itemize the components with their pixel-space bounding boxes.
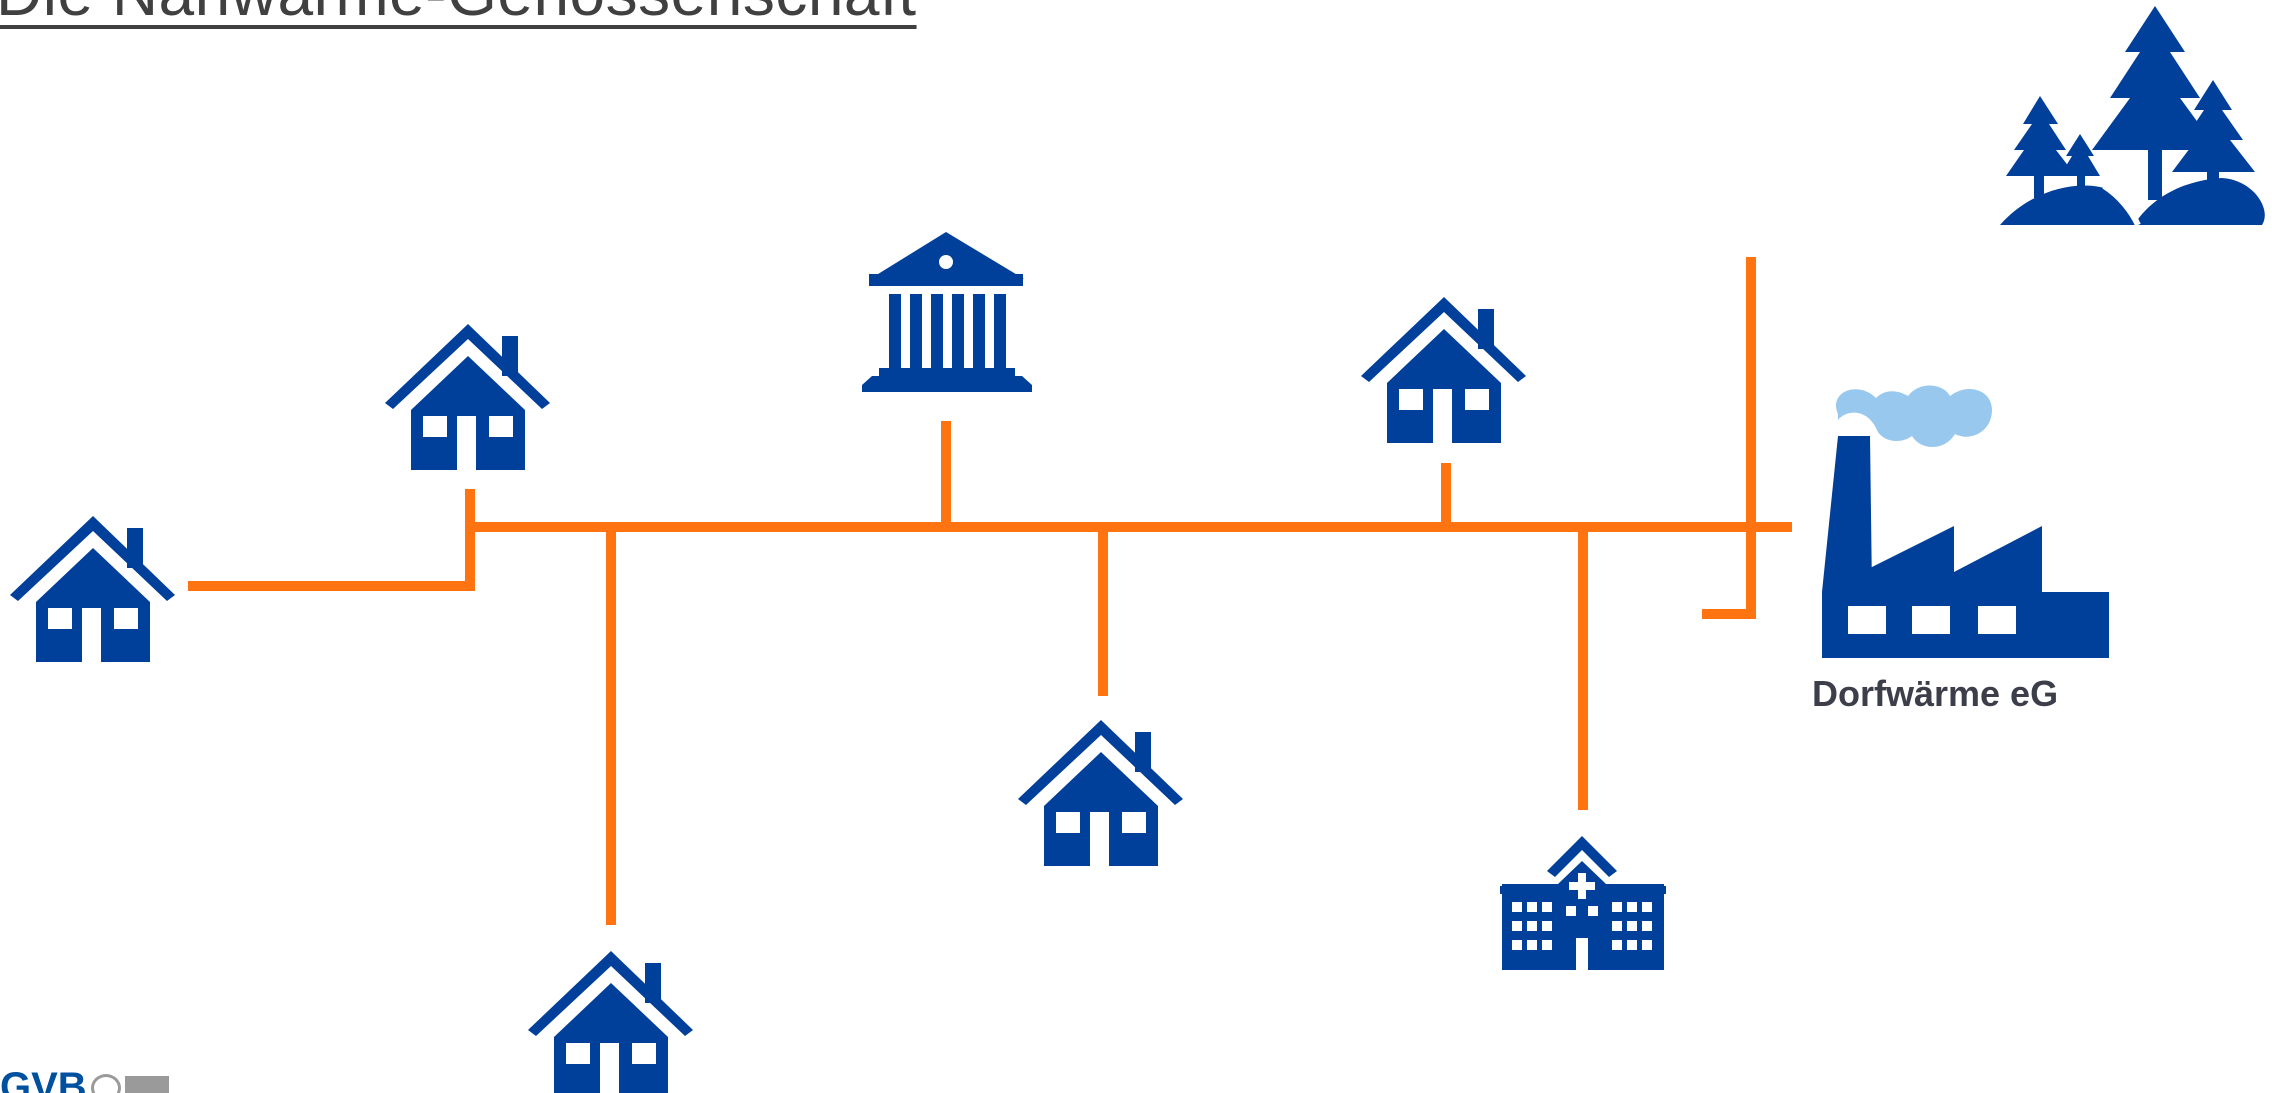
pipe-network	[188, 257, 1792, 925]
logo-emblem-icon	[90, 1074, 121, 1093]
plant-label: Dorfwärme eG	[1812, 673, 2059, 714]
smoke-icon	[1836, 385, 1992, 447]
logo-shield-icon	[124, 1076, 169, 1093]
house-icon	[1361, 297, 1526, 443]
house-icon	[385, 324, 550, 470]
house-icon	[1018, 720, 1183, 866]
page-title: Die Nahwärme-Genossenschaft	[0, 0, 917, 30]
hospital-icon	[1500, 836, 1666, 970]
logo: GVB	[0, 1062, 169, 1093]
pipe-house-left	[188, 489, 475, 591]
pipe-forest	[1702, 257, 1756, 619]
forest-icon	[2000, 6, 2265, 227]
house-icon	[528, 951, 693, 1093]
factory-icon	[1822, 385, 2109, 658]
house-icon	[10, 516, 175, 662]
logo-text: GVB	[0, 1065, 87, 1093]
town-hall-icon	[862, 232, 1032, 392]
